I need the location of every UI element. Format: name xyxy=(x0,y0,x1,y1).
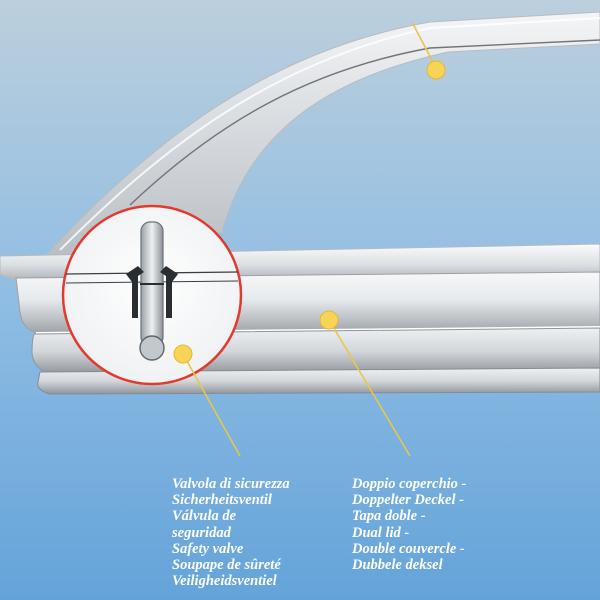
callout-line-handle xyxy=(411,21,437,69)
callout-dot-handle xyxy=(426,60,446,80)
callout-dot-lid xyxy=(319,310,339,330)
valve-ball xyxy=(139,335,165,361)
caption-line: Dubbele deksel xyxy=(352,557,443,574)
caption-line: Sicherheitsventil xyxy=(172,492,272,509)
caption-line: Válvula de xyxy=(172,508,237,525)
caption-line: Double couvercle - xyxy=(352,540,465,557)
callout-dot-valve xyxy=(173,344,193,364)
valve-clip-left xyxy=(126,266,144,318)
handle-highlight xyxy=(59,17,600,251)
valve-clip-right xyxy=(160,266,178,318)
caption-line: Doppelter Deckel - xyxy=(352,492,464,509)
double-lid-caption: Doppio coperchio - Doppelter Deckel - Ta… xyxy=(352,476,466,573)
caption-line: Soupape de sûreté xyxy=(172,557,281,574)
caption-line: seguridad xyxy=(172,524,231,541)
callout-line-lid xyxy=(328,319,411,457)
safety-valve-caption: Valvola di sicurezza Sicherheitsventil V… xyxy=(172,476,290,589)
safety-valve-detail xyxy=(65,221,239,361)
caption-line: Tapa doble - xyxy=(352,508,426,525)
handle-groove xyxy=(129,39,600,206)
callout-line-valve xyxy=(182,353,241,457)
lid-handle xyxy=(38,11,600,263)
caption-line: Doppio coperchio - xyxy=(352,476,467,492)
caption-line: Valvola di sicurezza xyxy=(172,476,290,492)
caption-line: Veiligheidsventiel xyxy=(172,573,277,590)
caption-line: Dual lid - xyxy=(352,524,410,541)
caption-line: Safety valve xyxy=(172,540,244,557)
